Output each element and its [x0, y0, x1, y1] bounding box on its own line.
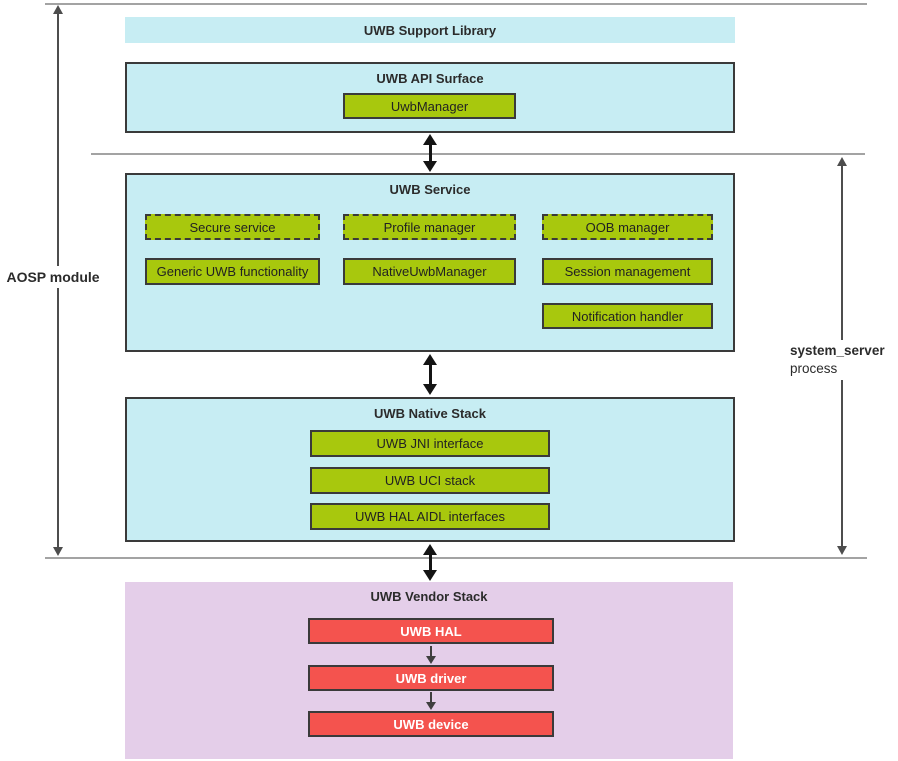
arrow-line — [428, 555, 432, 570]
arrowhead-down-icon — [837, 546, 847, 555]
arrowhead-up-icon — [423, 544, 437, 555]
arrowhead-down-icon — [423, 570, 437, 581]
arrow-line — [430, 692, 432, 702]
uwb-uci-stack-chip: UWB UCI stack — [310, 467, 550, 494]
nativeuwbmanager-chip: NativeUwbManager — [343, 258, 516, 285]
arrowhead-down-icon — [423, 384, 437, 395]
top-boundary-line — [45, 3, 867, 5]
system-server-label: system_server process — [786, 340, 890, 380]
uwb-service-title: UWB Service — [389, 182, 471, 197]
notification-handler-chip: Notification handler — [542, 303, 713, 329]
service-native-bidirectional-arrow — [423, 354, 437, 395]
api-service-bidirectional-arrow — [423, 134, 437, 172]
system-server-label-sub: process — [790, 361, 838, 376]
uwb-api-surface-title: UWB API Surface — [376, 71, 484, 86]
profile-manager-chip: Profile manager — [343, 214, 516, 240]
arrowhead-up-icon — [423, 134, 437, 145]
uwb-device-chip: UWB device — [308, 711, 554, 737]
arrow-line — [430, 646, 432, 656]
uwb-native-stack-title: UWB Native Stack — [374, 406, 486, 421]
uwb-hal-chip: UWB HAL — [308, 618, 554, 644]
uwb-jni-interface-chip: UWB JNI interface — [310, 430, 550, 457]
system-server-label-bold: system_server — [790, 343, 885, 358]
uwbmanager-chip: UwbManager — [343, 93, 516, 119]
arrowhead-down-icon — [53, 547, 63, 556]
arrow-line — [428, 145, 432, 161]
arrowhead-down-icon — [426, 702, 436, 710]
uwb-driver-chip: UWB driver — [308, 665, 554, 691]
uwb-support-library-bar: UWB Support Library — [125, 17, 735, 43]
arrow-line — [428, 365, 432, 384]
driver-device-arrow — [426, 692, 436, 710]
oob-manager-chip: OOB manager — [542, 214, 713, 240]
arrowhead-up-icon — [837, 157, 847, 166]
secure-service-chip: Secure service — [145, 214, 320, 240]
native-vendor-bidirectional-arrow — [423, 544, 437, 581]
hal-driver-arrow — [426, 646, 436, 664]
arrowhead-down-icon — [423, 161, 437, 172]
uwb-vendor-stack-title: UWB Vendor Stack — [370, 589, 488, 604]
aosp-module-label: AOSP module — [6, 266, 100, 288]
uwb-hal-aidl-interfaces-chip: UWB HAL AIDL interfaces — [310, 503, 550, 530]
arrowhead-up-icon — [53, 5, 63, 14]
arrowhead-up-icon — [423, 354, 437, 365]
system-server-top-boundary-line — [91, 153, 865, 155]
generic-uwb-functionality-chip: Generic UWB functionality — [145, 258, 320, 285]
vendor-boundary-line — [45, 557, 867, 559]
session-management-chip: Session management — [542, 258, 713, 285]
arrowhead-down-icon — [426, 656, 436, 664]
